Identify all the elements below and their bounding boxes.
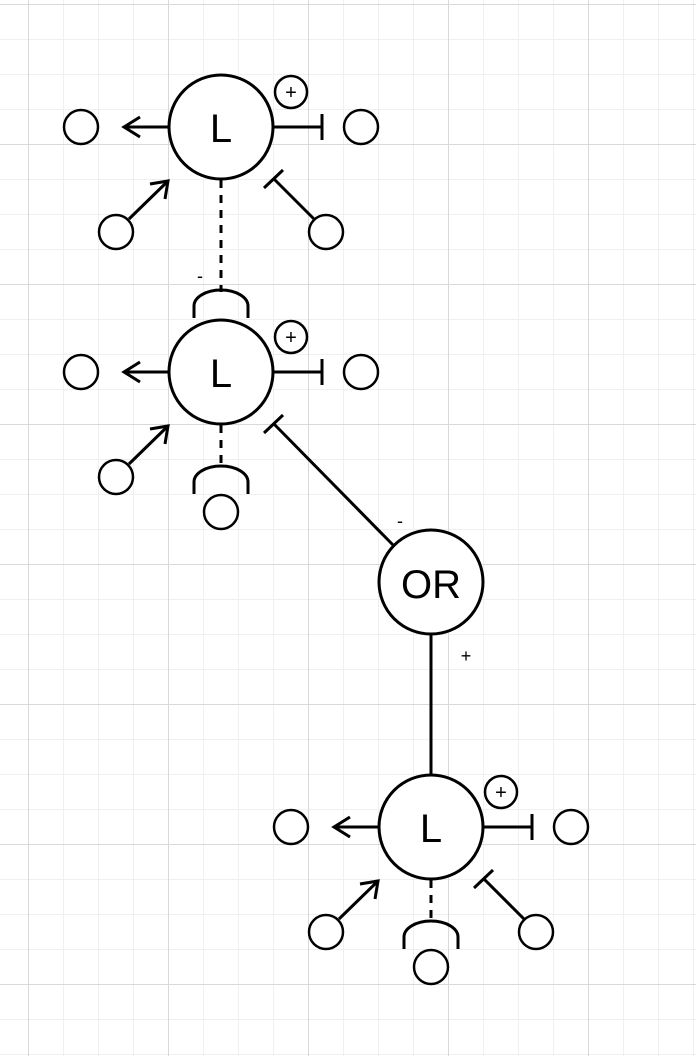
bottom-bl-port[interactable] (307, 913, 345, 951)
bottom-plus-badge-label: + (495, 782, 507, 804)
middle-left-port[interactable] (62, 353, 100, 391)
l-node-middle-group: L + (62, 318, 380, 531)
top-bl-arrowhead (149, 179, 170, 200)
or-node-label: OR (401, 563, 461, 607)
top-plus-badge-label: + (285, 82, 297, 104)
middle-to-or-sign: - (397, 511, 403, 531)
top-to-middle-sign: - (197, 266, 203, 286)
middle-bl-port[interactable] (97, 458, 135, 496)
middle-to-or-link (272, 422, 396, 548)
middle-bl-arrowhead (149, 424, 170, 445)
middle-bl-arrow (127, 424, 170, 466)
top-br-inhibitor-bar (262, 168, 285, 190)
bottom-right-port[interactable] (552, 808, 590, 846)
l-node-middle-label: L (210, 352, 232, 396)
bottom-br-port[interactable] (517, 913, 555, 951)
or-to-bottom-sign: + (461, 646, 472, 666)
bottom-left-arrowhead (331, 815, 351, 839)
middle-left-arrowhead (121, 360, 141, 384)
bottom-bl-arrow (337, 879, 380, 921)
top-bl-arrow (127, 179, 170, 221)
top-bl-port[interactable] (97, 213, 135, 251)
top-left-port[interactable] (62, 108, 100, 146)
top-plus-badge (273, 74, 309, 110)
bottom-bl-arrowhead (359, 879, 380, 900)
middle-plus-badge-label: + (285, 327, 297, 349)
l-node-top-label: L (210, 107, 232, 151)
l-node-bottom-label: L (420, 807, 442, 851)
bottom-bottom-port[interactable] (412, 948, 450, 986)
middle-bottom-cap (192, 464, 250, 494)
l-node-top[interactable] (167, 73, 275, 181)
middle-plus-badge (273, 319, 309, 355)
top-to-middle-cap (192, 288, 250, 318)
bottom-br-inhibitor-bar (472, 868, 495, 890)
bottom-plus-badge (483, 774, 519, 810)
top-br-inhibitor (272, 177, 316, 221)
l-node-bottom[interactable] (377, 773, 485, 881)
l-node-top-group: L + (62, 73, 380, 251)
middle-right-port[interactable] (342, 353, 380, 391)
top-left-arrowhead (121, 115, 141, 139)
bottom-bottom-cap (402, 919, 460, 949)
middle-bottom-port[interactable] (202, 493, 240, 531)
top-right-port[interactable] (342, 108, 380, 146)
middle-to-or-bar (262, 413, 285, 435)
bottom-br-inhibitor (482, 877, 526, 921)
top-br-port[interactable] (307, 213, 345, 251)
bottom-left-port[interactable] (272, 808, 310, 846)
l-node-bottom-group: L + (272, 773, 590, 986)
l-node-middle[interactable] (167, 318, 275, 426)
